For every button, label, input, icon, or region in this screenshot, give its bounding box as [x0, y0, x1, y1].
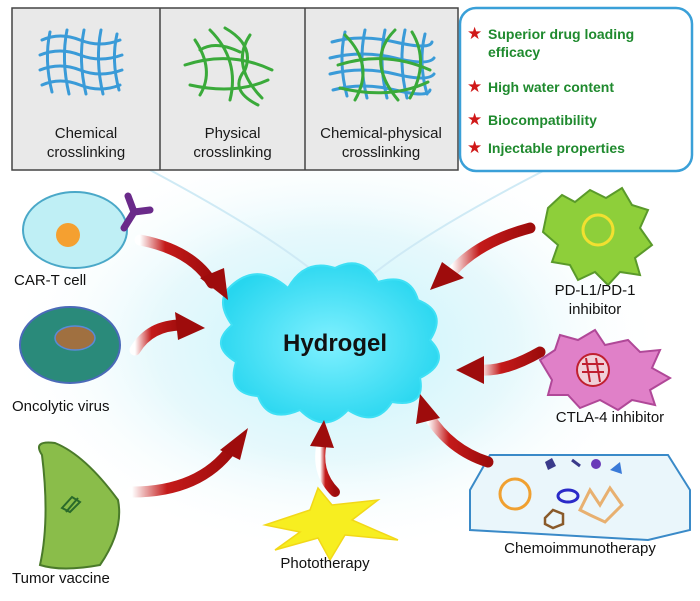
physical-crosslinking-icon — [183, 26, 274, 107]
tumor-vaccine-label: Tumor vaccine — [12, 570, 110, 587]
pd-label-line2: inhibitor — [568, 301, 622, 318]
arrow-tumor-vaccine — [126, 428, 248, 498]
chemical-physical-crosslinking-icon — [328, 28, 436, 102]
pd-l1-cell — [541, 186, 654, 287]
ctla4-label: CTLA-4 inhibitor — [555, 409, 665, 426]
arrows — [126, 222, 546, 498]
tumor-vaccine-cell — [38, 441, 121, 570]
chemical-physical-crosslinking-label: Chemical-physical crosslinking — [300, 124, 462, 162]
phototherapy-burst — [262, 486, 399, 562]
physical-crosslinking-line2: crosslinking — [193, 144, 272, 161]
star-icon: ★ — [467, 24, 483, 44]
chemo-container — [469, 454, 691, 542]
arrow-car-t — [134, 234, 228, 300]
phototherapy-label: Phototherapy — [280, 555, 370, 572]
star-icon: ★ — [467, 77, 483, 97]
arrow-pd — [430, 222, 536, 290]
arrow-oncolytic — [129, 312, 205, 356]
chemical-physical-crosslinking-line2: crosslinking — [341, 144, 421, 161]
oncolytic-virus-label: Oncolytic virus — [12, 398, 110, 415]
chemical-crosslinking-label: Chemical crosslinking — [12, 124, 160, 162]
property-drug-loading-line2: efficacy — [488, 44, 541, 60]
property-biocompatibility: Biocompatibility — [488, 112, 597, 128]
chemical-crosslinking-icon — [38, 28, 124, 96]
arrow-chemo — [416, 394, 494, 468]
star-icon: ★ — [467, 110, 483, 130]
hydrogel-label: Hydrogel — [282, 330, 387, 357]
hydrogel-blob — [220, 262, 440, 424]
car-t-cell — [22, 191, 154, 269]
arrow-ctla4 — [456, 346, 546, 384]
physical-crosslinking-line1: Physical — [204, 125, 261, 142]
arrow-phototherapy — [310, 420, 340, 497]
chemical-crosslinking-line2: crosslinking — [46, 144, 126, 161]
property-injectable: Injectable properties — [488, 140, 625, 156]
chemical-physical-crosslinking-line1: Chemical-physical — [320, 125, 442, 142]
physical-crosslinking-label: Physical crosslinking — [160, 124, 305, 162]
chemical-crosslinking-line1: Chemical — [54, 125, 118, 142]
property-water-content: High water content — [488, 79, 615, 95]
properties-box — [458, 6, 694, 173]
star-icon: ★ — [467, 138, 483, 158]
pd-label: PD-L1/PD-1 inhibitor — [530, 281, 660, 319]
ctla4-cell — [538, 328, 672, 412]
pd-label-line1: PD-L1/PD-1 — [554, 282, 636, 299]
property-drug-loading: Superior drug loading efficacy — [488, 25, 634, 61]
property-drug-loading-line1: Superior drug loading — [488, 26, 635, 42]
chemo-label: Chemoimmunotherapy — [504, 540, 656, 557]
car-t-label: CAR-T cell — [14, 272, 87, 289]
oncolytic-virus-cell — [19, 306, 121, 384]
